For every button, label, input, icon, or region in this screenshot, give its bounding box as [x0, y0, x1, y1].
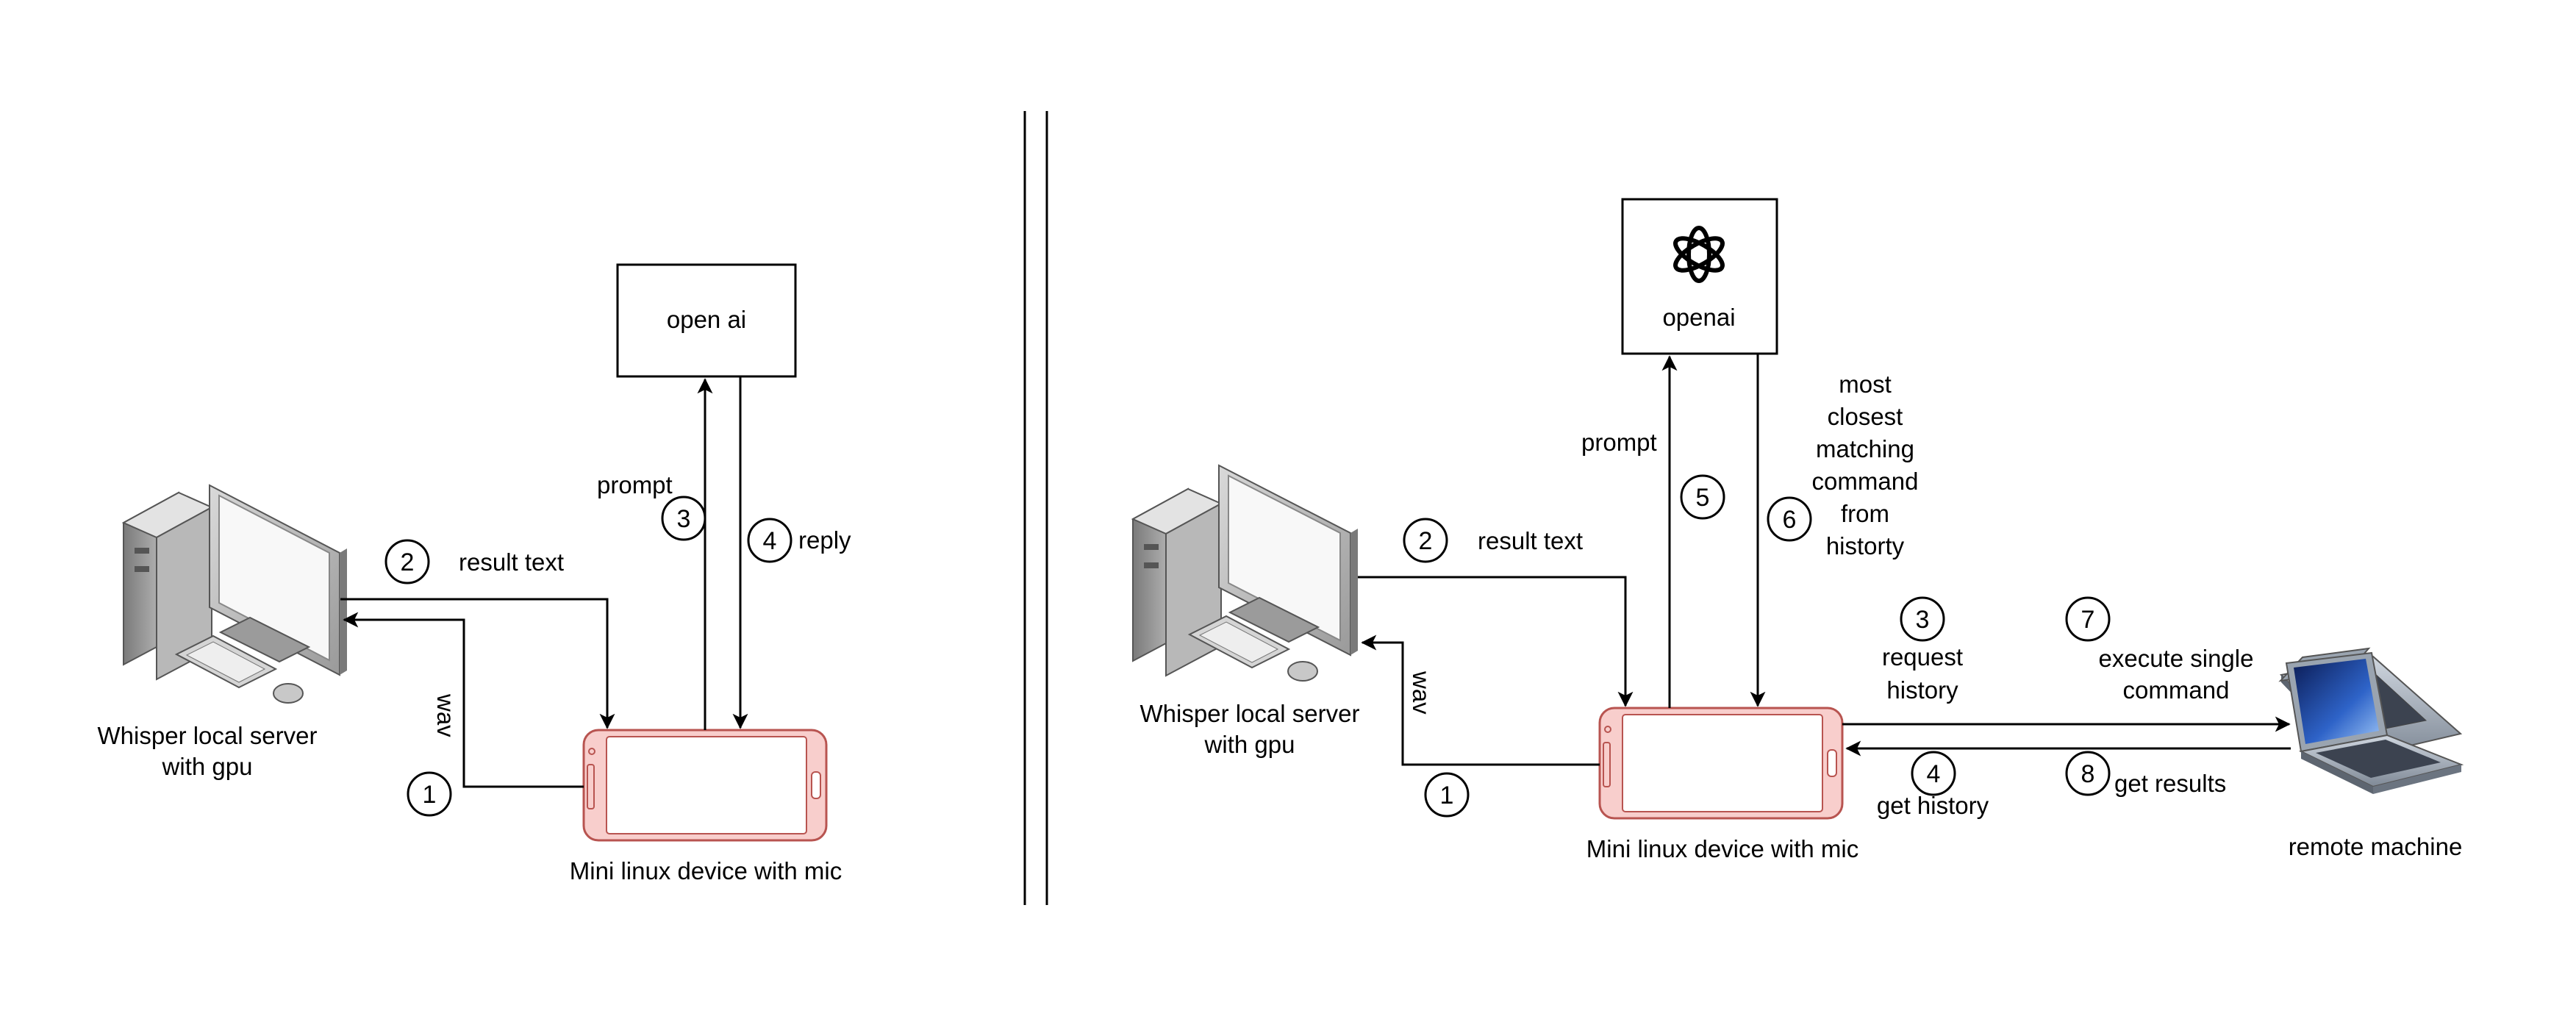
device-label: Mini linux device with mic	[570, 857, 842, 884]
server-label-line2: with gpu	[1204, 731, 1295, 758]
svg-text:5: 5	[1696, 484, 1710, 512]
label-prompt: prompt	[1581, 429, 1657, 456]
step-badge: 1	[407, 771, 452, 817]
desktop-computer-icon	[121, 484, 347, 704]
step-badge: 8	[2065, 751, 2111, 796]
svg-text:matching: matching	[1816, 435, 1914, 462]
right-panel: Whisper local server with gpu Mini linux…	[1131, 198, 2464, 862]
svg-text:2: 2	[1419, 527, 1433, 555]
edge-wav	[1361, 634, 1600, 766]
left-panel: Whisper local server with gpu Mini linux…	[98, 263, 851, 884]
step-badge: 7	[2065, 596, 2111, 642]
edge-wav	[343, 612, 584, 788]
svg-text:request: request	[1882, 643, 1963, 671]
svg-text:history: history	[1886, 676, 1958, 704]
svg-text:4: 4	[763, 527, 777, 555]
svg-text:1: 1	[423, 781, 437, 809]
svg-text:from: from	[1841, 500, 1889, 527]
edge-result-text	[1358, 576, 1634, 707]
label-execute-single-command: execute single command	[2099, 645, 2254, 704]
svg-text:2: 2	[401, 548, 415, 576]
step-badge: 2	[384, 539, 430, 584]
step-badge: 5	[1680, 474, 1725, 520]
label-get-results: get results	[2114, 770, 2226, 797]
svg-text:6: 6	[1783, 506, 1797, 534]
svg-text:1: 1	[1440, 782, 1454, 809]
step-badge: 3	[1900, 596, 1945, 642]
svg-text:3: 3	[1916, 606, 1930, 634]
svg-text:3: 3	[677, 505, 691, 533]
mobile-device-icon	[582, 729, 828, 842]
svg-text:8: 8	[2081, 760, 2095, 788]
step-badge: 4	[1911, 751, 1956, 796]
server-label-line1: Whisper local server	[1140, 700, 1360, 727]
remote-machine-label: remote machine	[2289, 833, 2463, 860]
open-ai-box-label: open ai	[667, 306, 746, 333]
step-badge: 2	[1403, 518, 1448, 563]
svg-text:closest: closest	[1828, 403, 1903, 430]
device-label: Mini linux device with mic	[1586, 835, 1858, 862]
mobile-device-icon	[1598, 707, 1844, 820]
open-ai-box	[616, 263, 797, 378]
svg-text:4: 4	[1927, 760, 1941, 788]
svg-text:most: most	[1839, 371, 1892, 398]
label-reply: reply	[798, 526, 851, 554]
step-badge: 1	[1424, 772, 1470, 818]
svg-text:execute single: execute single	[2099, 645, 2254, 672]
svg-text:7: 7	[2081, 606, 2095, 634]
svg-text:command: command	[2123, 676, 2230, 704]
desktop-computer-icon	[1131, 464, 1358, 682]
label-wav: wav	[1408, 671, 1435, 715]
openai-logo-icon	[1673, 226, 1725, 283]
label-most-closest-command: most closest matching command from histo…	[1812, 371, 1919, 559]
panel-divider	[1023, 111, 1048, 905]
label-wav: wav	[432, 693, 459, 737]
label-request-history: request history	[1882, 643, 1963, 704]
laptop-simple-icon	[2285, 651, 2464, 794]
label-get-history: get history	[1877, 792, 1989, 819]
step-badge: 4	[747, 518, 793, 563]
openai-box	[1621, 198, 1778, 355]
label-result-text: result text	[459, 548, 564, 576]
svg-text:command: command	[1812, 468, 1919, 495]
step-badge: 6	[1767, 496, 1812, 542]
step-badge: 3	[661, 496, 706, 541]
label-prompt: prompt	[597, 471, 673, 498]
openai-box-label: openai	[1662, 304, 1735, 331]
svg-text:historty: historty	[1826, 532, 1905, 559]
edge-result-text	[340, 598, 615, 729]
server-label-line1: Whisper local server	[98, 722, 318, 749]
server-label-line2: with gpu	[162, 753, 253, 780]
label-result-text: result text	[1478, 527, 1583, 554]
